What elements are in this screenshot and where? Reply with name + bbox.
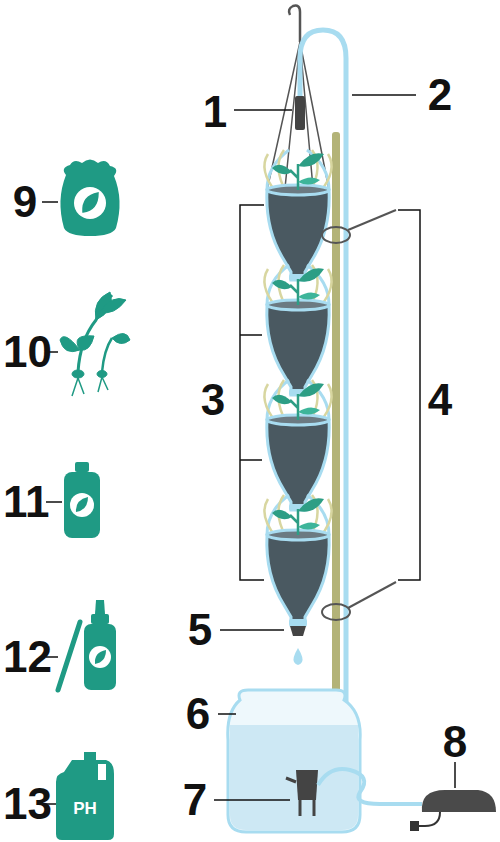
callout-number: 9 <box>13 180 37 224</box>
callout-number: 8 <box>443 720 467 764</box>
callout-number: 5 <box>188 608 212 652</box>
callout-number: 6 <box>186 692 210 736</box>
callout-number: 11 <box>3 480 50 524</box>
callout-number: 4 <box>428 378 452 422</box>
callout-number: 13 <box>3 782 52 826</box>
jug-label: PH <box>73 800 97 817</box>
callout-number: 3 <box>201 378 225 422</box>
callout-number: 1 <box>203 90 227 134</box>
callout-number: 10 <box>3 330 52 374</box>
callout-number: 7 <box>183 778 207 822</box>
callout-number: 12 <box>3 635 52 679</box>
callout-number: 2 <box>428 73 452 117</box>
